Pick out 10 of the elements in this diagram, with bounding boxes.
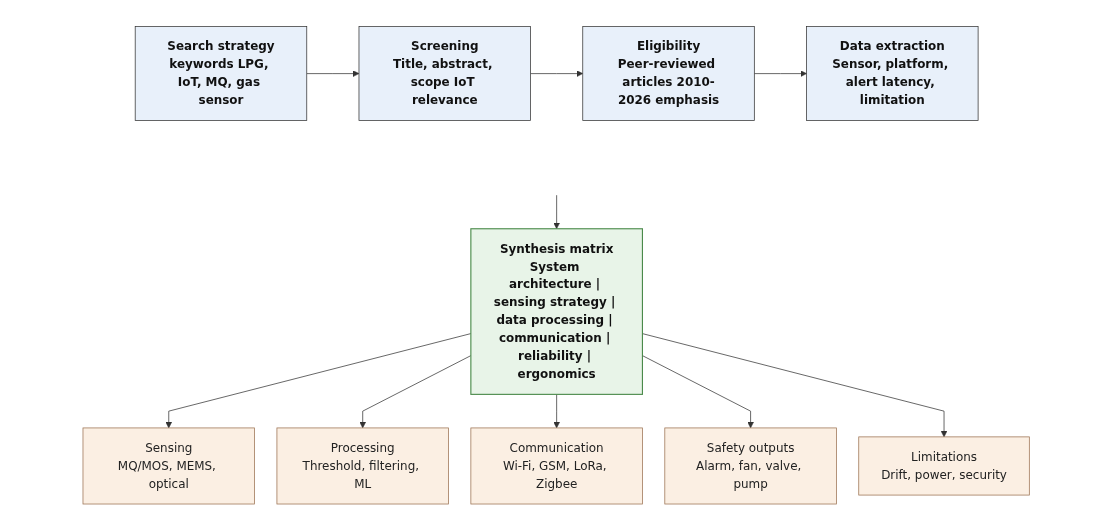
node-box: Safety outputs Alarm, fan, valve, pump	[664, 427, 837, 505]
node-box: Synthesis matrix System architecture | sensing strategy | data processing | communication | reliability | ergonomics	[470, 228, 643, 395]
node-box: Sensing MQ/MOS, MEMS, optical	[82, 427, 255, 505]
node-box: Communication Wi-Fi, GSM, LoRa, Zigbee	[470, 427, 643, 505]
node-box: Search strategy keywords LPG, IoT, MQ, gas sensor	[134, 26, 307, 121]
node-box: Processing Threshold, filtering, ML	[276, 427, 449, 505]
node-box: Data extraction Sensor, platform, alert latency, limitation	[806, 26, 979, 121]
node-box: Eligibility Peer-reviewed articles 2010-2026 emphasis	[582, 26, 755, 121]
node-box: Limitations Drift, power, security	[858, 436, 1030, 496]
node-box: Screening Title, abstract, scope IoT relevance	[358, 26, 531, 121]
